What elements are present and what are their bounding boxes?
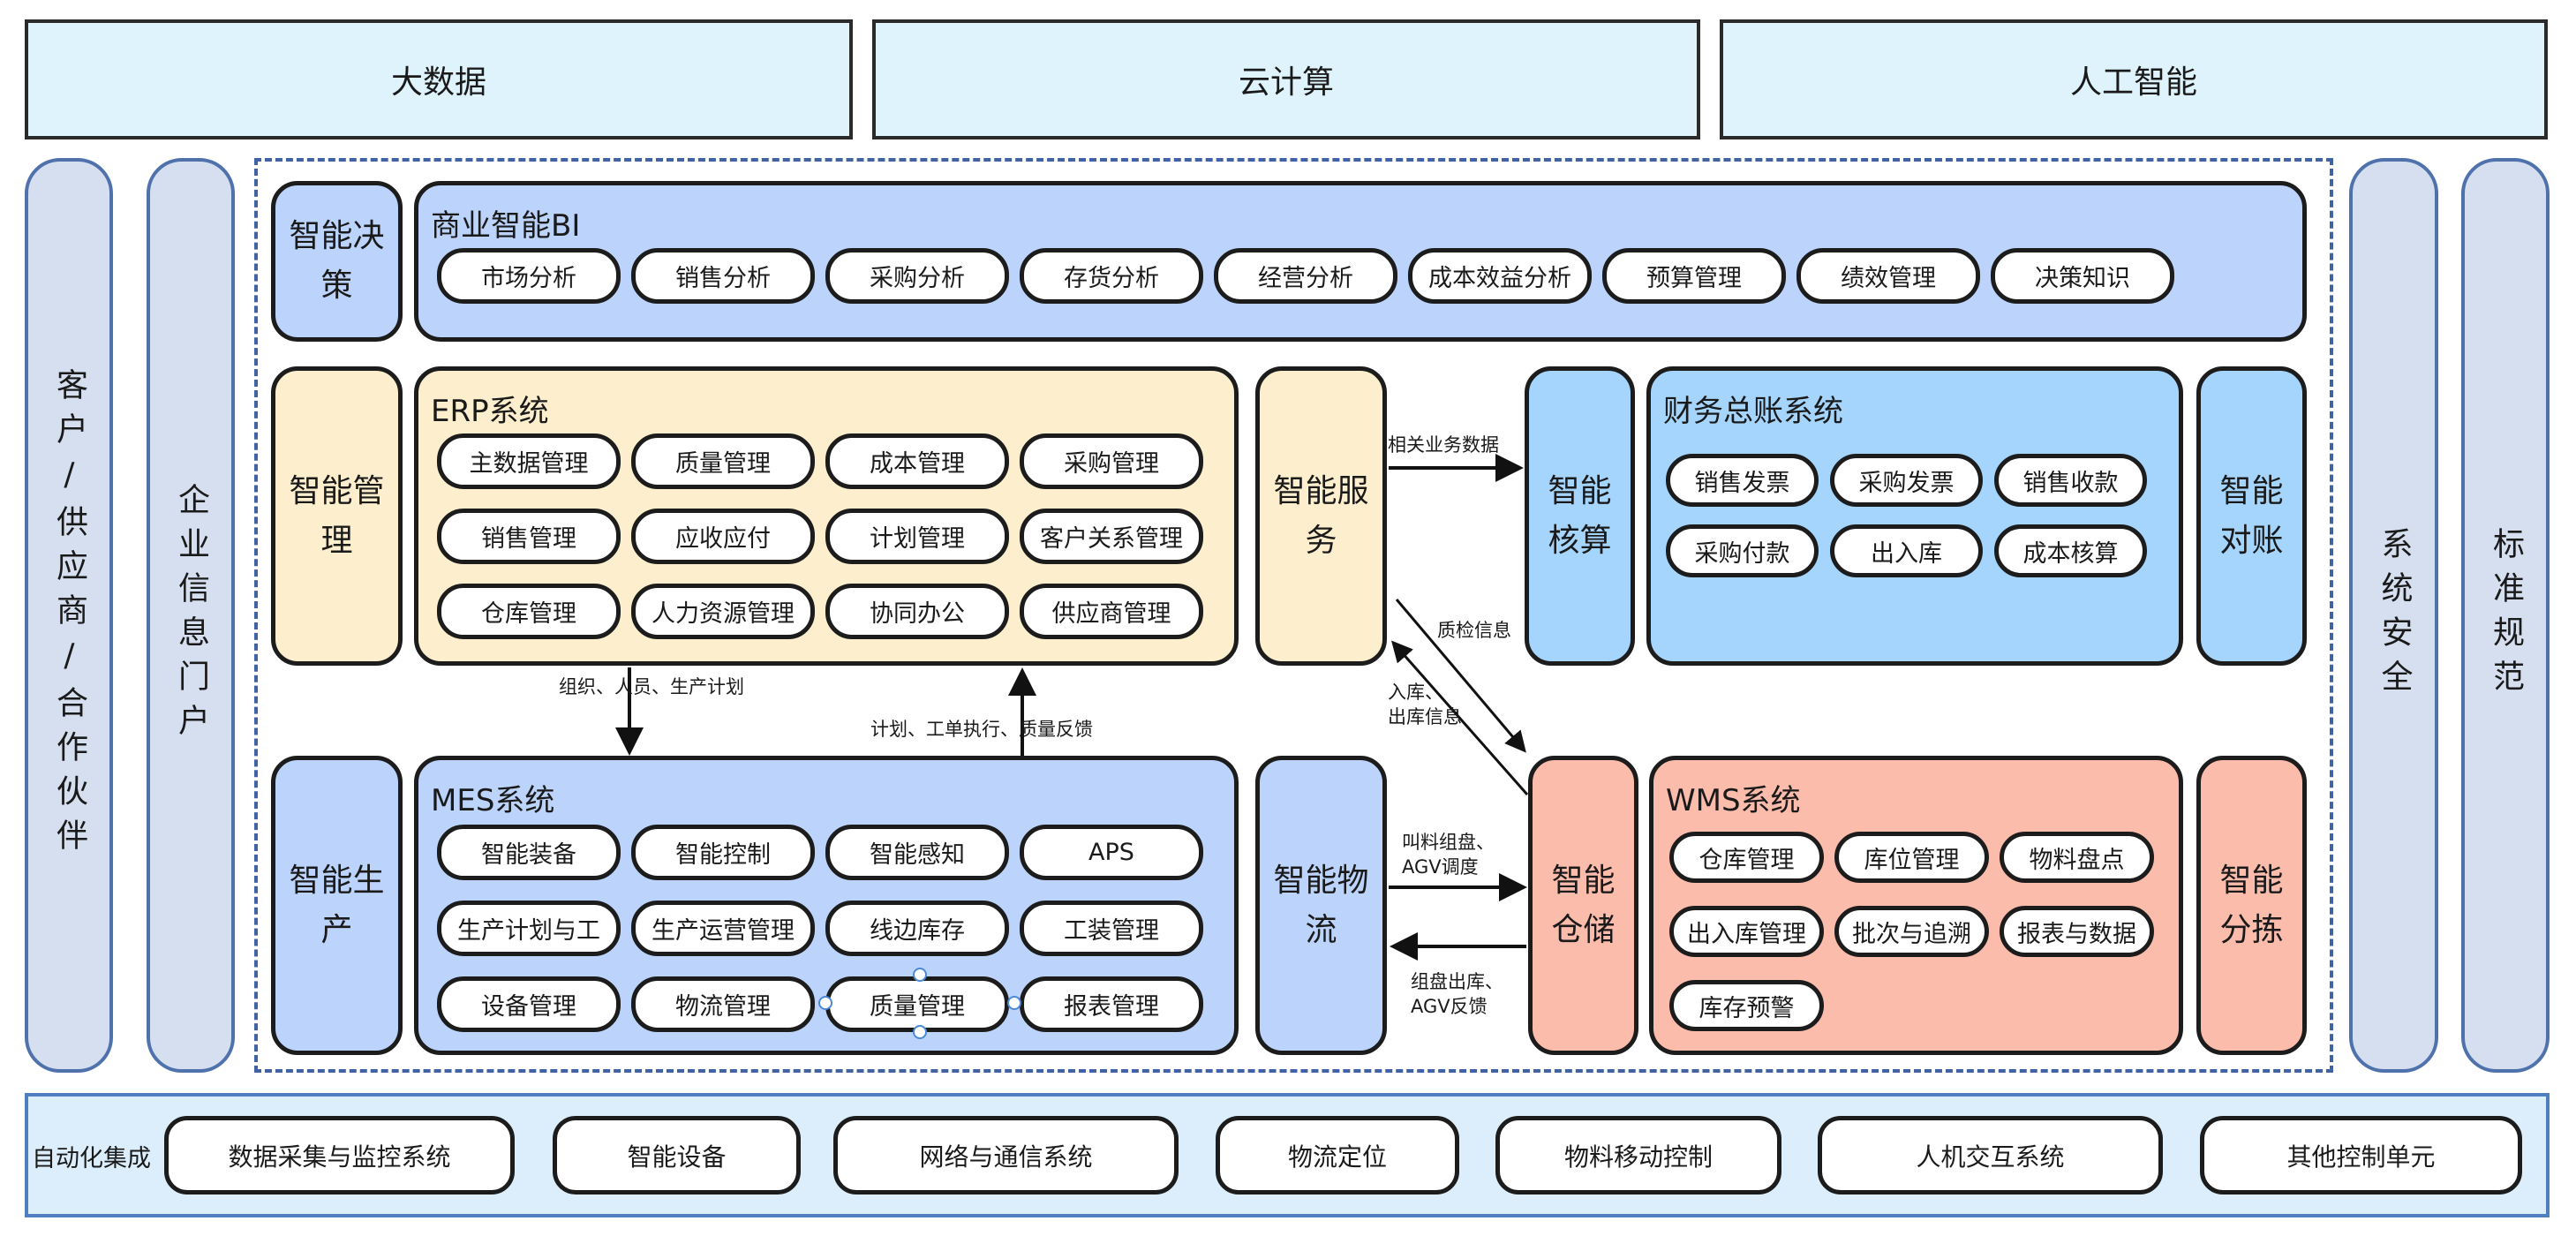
mes-item[interactable]: 线边库存 <box>825 901 1009 956</box>
pillar-enterprise-portal: 企业信息门户 <box>147 158 235 1073</box>
finance-item[interactable]: 采购发票 <box>1830 454 1983 507</box>
erp-item[interactable]: 采购管理 <box>1020 433 1203 489</box>
erp-item[interactable]: 成本管理 <box>825 433 1009 489</box>
smart-logistics-label: 智能物流 <box>1255 756 1387 1055</box>
mes-item[interactable]: 报表管理 <box>1020 976 1203 1032</box>
finance-item[interactable]: 销售发票 <box>1666 454 1819 507</box>
finance-item[interactable]: 销售收款 <box>1994 454 2147 507</box>
erp-item[interactable]: 质量管理 <box>631 433 815 489</box>
pillar-standards: 标准规范 <box>2461 158 2550 1073</box>
pillar-system-security: 系统安全 <box>2349 158 2438 1073</box>
erp-item[interactable]: 主数据管理 <box>437 433 621 489</box>
label-mes-to-erp: 计划、工单执行、质量反馈 <box>870 719 1093 740</box>
label-logistics-to-storage: 叫料组盘、 AGV调度 <box>1402 832 1495 878</box>
bi-title: 商业智能BI <box>431 208 581 244</box>
bottom-item[interactable]: 人机交互系统 <box>1818 1116 2163 1195</box>
finance-item[interactable]: 出入库 <box>1830 524 1983 577</box>
bi-item[interactable]: 预算管理 <box>1602 248 1786 304</box>
mes-item[interactable]: 物流管理 <box>631 976 815 1032</box>
finance-item[interactable]: 成本核算 <box>1994 524 2147 577</box>
erp-item[interactable]: 计划管理 <box>825 509 1009 564</box>
bi-item[interactable]: 市场分析 <box>437 248 621 304</box>
finance-title: 财务总账系统 <box>1663 394 1843 429</box>
finance-item-list: 销售发票采购发票销售收款采购付款出入库成本核算 <box>1666 454 2160 577</box>
bottom-item[interactable]: 物流定位 <box>1216 1116 1459 1195</box>
bi-item[interactable]: 决策知识 <box>1991 248 2174 304</box>
bi-item[interactable]: 存货分析 <box>1020 248 1203 304</box>
bi-item[interactable]: 销售分析 <box>631 248 815 304</box>
arrow-inout-info <box>1391 640 1529 795</box>
smart-decision-label: 智能决策 <box>271 181 403 342</box>
smart-sorting-label: 智能分拣 <box>2196 756 2307 1055</box>
erp-item[interactable]: 仓库管理 <box>437 584 621 639</box>
bottom-item[interactable]: 物料移动控制 <box>1495 1116 1781 1195</box>
erp-item-list: 主数据管理质量管理成本管理采购管理销售管理应收应付计划管理客户关系管理仓库管理人… <box>437 433 1232 639</box>
core-platform-boundary <box>254 158 2333 1073</box>
mes-item[interactable]: 生产计划与工 <box>437 901 621 956</box>
erp-item[interactable]: 客户关系管理 <box>1020 509 1203 564</box>
erp-item[interactable]: 人力资源管理 <box>631 584 815 639</box>
label-service-to-finance: 相关业务数据 <box>1388 434 1499 456</box>
wms-item-list: 仓库管理库位管理物料盘点出入库管理批次与追溯报表与数据库存预警 <box>1669 832 2164 1031</box>
smart-management-label: 智能管理 <box>271 366 403 666</box>
mes-item[interactable]: 智能控制 <box>631 825 815 880</box>
bottom-item[interactable]: 智能设备 <box>553 1116 801 1195</box>
selection-handle[interactable] <box>1007 996 1021 1010</box>
finance-item[interactable]: 采购付款 <box>1666 524 1819 577</box>
smart-storage-label: 智能仓储 <box>1528 756 1638 1055</box>
wms-item[interactable]: 库存预警 <box>1669 980 1824 1031</box>
mes-item[interactable]: 智能装备 <box>437 825 621 880</box>
mes-item[interactable]: 智能感知 <box>825 825 1009 880</box>
bottom-item[interactable]: 其他控制单元 <box>2200 1116 2522 1195</box>
wms-item[interactable]: 批次与追溯 <box>1834 906 1989 957</box>
erp-item[interactable]: 销售管理 <box>437 509 621 564</box>
bi-item[interactable]: 经营分析 <box>1214 248 1397 304</box>
mes-item[interactable]: APS <box>1020 825 1203 880</box>
erp-item[interactable]: 协同办公 <box>825 584 1009 639</box>
finance-ledger-system: 财务总账系统 <box>1646 366 2183 666</box>
selection-handle[interactable] <box>818 996 832 1010</box>
bottom-item[interactable]: 数据采集与监控系统 <box>164 1116 515 1195</box>
mes-item[interactable]: 设备管理 <box>437 976 621 1032</box>
label-storage-to-logistics: 组盘出库、 AGV反馈 <box>1411 971 1503 1018</box>
selection-handle[interactable] <box>913 1025 927 1039</box>
bi-item[interactable]: 成本效益分析 <box>1408 248 1592 304</box>
erp-item[interactable]: 供应商管理 <box>1020 584 1203 639</box>
layer-ai: 人工智能 <box>1720 19 2548 139</box>
selection-handle[interactable] <box>913 968 927 982</box>
label-erp-to-mes: 组织、人员、生产计划 <box>559 676 744 697</box>
pillar-partners: 客户/供应商/合作伙伴 <box>25 158 113 1073</box>
layer-big-data: 大数据 <box>25 19 853 139</box>
bi-item[interactable]: 采购分析 <box>825 248 1009 304</box>
smart-service-label: 智能服务 <box>1255 366 1387 666</box>
smart-reconciliation-label: 智能对账 <box>2196 366 2307 666</box>
bi-item-list: 市场分析销售分析采购分析存货分析经营分析成本效益分析预算管理绩效管理决策知识 <box>437 248 2203 304</box>
wms-title: WMS系统 <box>1666 783 1801 818</box>
bottom-item[interactable]: 网络与通信系统 <box>833 1116 1179 1195</box>
wms-item[interactable]: 仓库管理 <box>1669 832 1824 883</box>
wms-item[interactable]: 物料盘点 <box>2000 832 2154 883</box>
wms-item[interactable]: 出入库管理 <box>1669 906 1824 957</box>
wms-item[interactable]: 库位管理 <box>1834 832 1989 883</box>
mes-item[interactable]: 工装管理 <box>1020 901 1203 956</box>
label-quality-info: 质检信息 <box>1437 620 1511 641</box>
erp-title: ERP系统 <box>431 394 549 429</box>
arrow-quality-info <box>1395 599 1526 753</box>
mes-item[interactable]: 生产运营管理 <box>631 901 815 956</box>
automation-integration-bar: 自动化集成 数据采集与监控系统 智能设备 网络与通信系统 物流定位 物料移动控制… <box>25 1093 2550 1217</box>
wms-item[interactable]: 报表与数据 <box>2000 906 2154 957</box>
label-inout-info: 入库、 出库信息 <box>1388 682 1462 728</box>
smart-production-label: 智能生产 <box>271 756 403 1055</box>
erp-item[interactable]: 应收应付 <box>631 509 815 564</box>
mes-title: MES系统 <box>431 783 555 818</box>
smart-accounting-label: 智能核算 <box>1525 366 1635 666</box>
bi-item[interactable]: 绩效管理 <box>1796 248 1980 304</box>
automation-label: 自动化集成 <box>32 1145 151 1172</box>
layer-cloud-computing: 云计算 <box>872 19 1700 139</box>
